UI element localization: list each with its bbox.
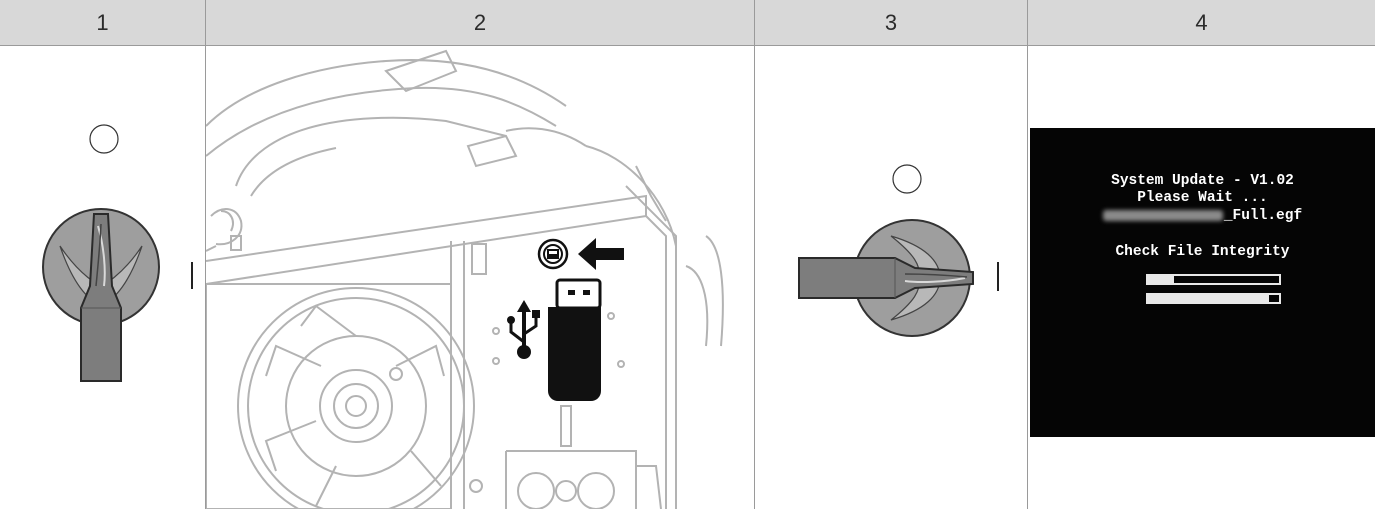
step-number: 3 (884, 9, 898, 35)
progress-bar-2 (1146, 293, 1281, 304)
column-header-2: 2 (206, 0, 755, 46)
rotary-knob-icon (798, 219, 974, 337)
welder-outline-icon (206, 49, 724, 509)
arrow-left-icon (578, 238, 624, 270)
step-number: 2 (473, 9, 487, 35)
usb-port-icon (537, 238, 569, 270)
screen-check-label: Check File Integrity (1115, 244, 1290, 260)
rotary-switch-off-illustration (42, 124, 193, 382)
off-position-icon (89, 124, 119, 154)
step-3-cell (755, 46, 1028, 509)
usb-flash-drive-icon (548, 278, 602, 401)
step-number: 1 (96, 9, 109, 35)
screen-filename: _Full.egf (1030, 207, 1375, 225)
rotary-knob-icon (42, 208, 160, 382)
progress-fill-2 (1148, 295, 1269, 302)
rotary-switch-on-illustration (798, 164, 999, 337)
screen-status: Please Wait ... (1137, 190, 1268, 206)
screen-title: System Update - V1.02 (1111, 173, 1294, 189)
column-header-1: 1 (0, 0, 206, 46)
update-screen: System Update - V1.02 Please Wait ... _F… (1030, 128, 1375, 437)
column-header-4: 4 (1028, 0, 1375, 46)
usb-symbol-icon (507, 300, 540, 359)
step-number: 4 (1195, 9, 1208, 35)
progress-bar-1 (1146, 274, 1281, 285)
step-1-cell (0, 46, 206, 509)
step-2-cell (206, 46, 755, 509)
step-4-cell: System Update - V1.02 Please Wait ... _F… (1028, 46, 1375, 509)
redacted-filename (1102, 210, 1223, 222)
off-position-icon (892, 164, 922, 194)
progress-fill-1 (1148, 276, 1175, 283)
column-header-3: 3 (755, 0, 1028, 46)
filename-suffix: _Full.egf (1223, 207, 1303, 224)
machine-usb-illustration (206, 49, 724, 509)
